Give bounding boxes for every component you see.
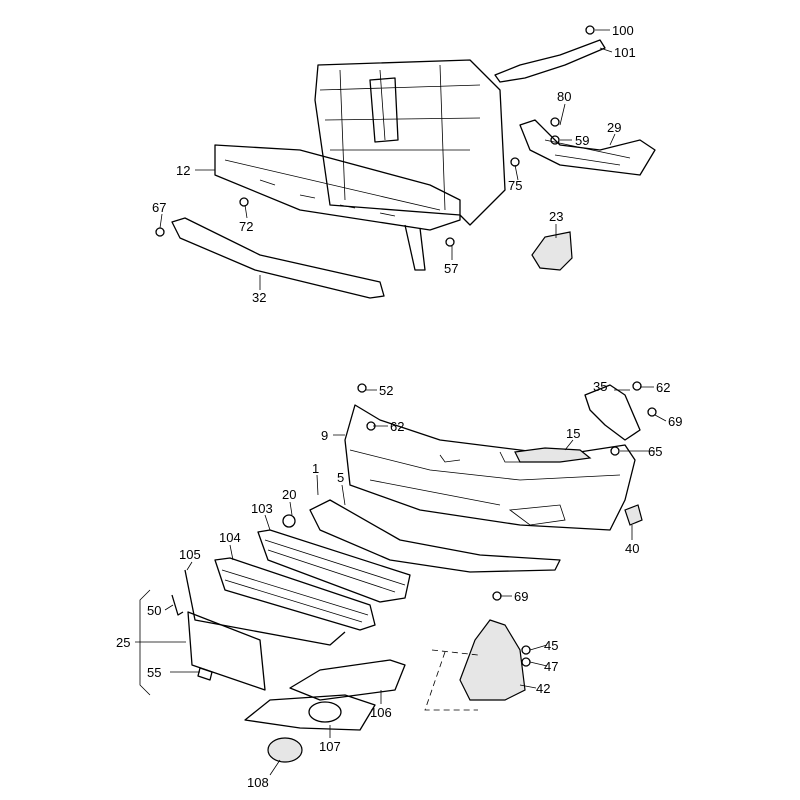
grille-107 [244, 694, 376, 731]
callout-15: 15 [566, 426, 580, 441]
spoiler-5 [309, 499, 561, 573]
callout-80: 80 [557, 89, 571, 104]
callout-55: 55 [147, 665, 161, 680]
callout-9: 9 [321, 428, 328, 443]
callout-40: 40 [625, 541, 639, 556]
callout-75: 75 [508, 178, 522, 193]
bumper-cover [344, 404, 636, 531]
cover-40 [624, 504, 643, 526]
grille-106 [289, 659, 406, 701]
callout-106: 106 [370, 705, 392, 720]
callout-labels: 100 101 80 59 29 75 12 67 72 23 57 32 52… [116, 23, 682, 790]
callout-69: 69 [668, 414, 682, 429]
grille-103 [257, 529, 411, 603]
callout-47: 47 [544, 659, 558, 674]
leader-lines [135, 29, 667, 776]
callout-100: 100 [612, 23, 634, 38]
callout-1: 1 [312, 461, 319, 476]
callout-103: 103 [251, 501, 273, 516]
callout-72: 72 [239, 219, 253, 234]
callout-107: 107 [319, 739, 341, 754]
callout-29: 29 [607, 120, 621, 135]
bracket-35 [584, 384, 641, 441]
callout-67: 67 [152, 200, 166, 215]
callout-104: 104 [219, 530, 241, 545]
callout-57: 57 [444, 261, 458, 276]
fasteners [155, 25, 657, 667]
plate-holder-25 [171, 594, 266, 691]
trim-105 [184, 569, 346, 646]
callout-42: 42 [536, 681, 550, 696]
front-carrier [314, 59, 506, 226]
duct-42 [459, 619, 526, 701]
callout-25: 25 [116, 635, 130, 650]
dashed-lead-106 [424, 651, 478, 711]
callout-50: 50 [147, 603, 161, 618]
bracket-101 [494, 39, 606, 83]
callout-32: 32 [252, 290, 266, 305]
emblem-15 [514, 447, 592, 463]
bumper-reinforcement [214, 144, 461, 271]
cover-108 [267, 737, 303, 763]
cap-23 [531, 231, 573, 271]
callout-65: 65 [648, 444, 662, 459]
dashed-lead-42 [431, 649, 479, 656]
callout-12: 12 [176, 163, 190, 178]
callout-45: 45 [544, 638, 558, 653]
callout-59: 59 [575, 133, 589, 148]
callout-35: 35 [593, 379, 607, 394]
callout-52: 52 [379, 383, 393, 398]
callout-105: 105 [179, 547, 201, 562]
callout-101: 101 [614, 45, 636, 60]
callout-69: 69 [514, 589, 528, 604]
callout-5: 5 [337, 470, 344, 485]
callout-23: 23 [549, 209, 563, 224]
callout-108: 108 [247, 775, 269, 790]
bracket-29 [519, 119, 656, 176]
callout-62: 62 [390, 419, 404, 434]
callout-62: 62 [656, 380, 670, 395]
lower-crossmember [171, 217, 385, 299]
callout-20: 20 [282, 487, 296, 502]
bracket-25 [139, 589, 151, 696]
grille-104 [214, 557, 376, 631]
